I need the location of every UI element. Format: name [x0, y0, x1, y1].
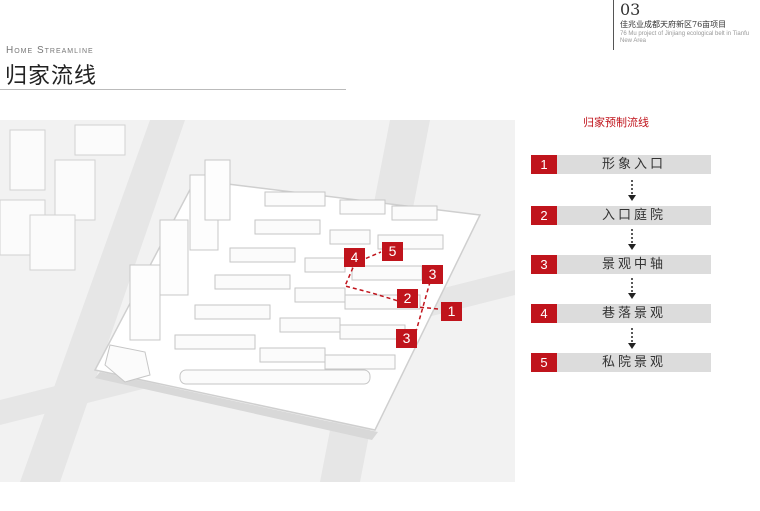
- legend-title: 归家预制流线: [583, 117, 649, 129]
- legend-item-5: 5 私院景观: [531, 353, 711, 372]
- project-title-cn: 佳兆业成都天府新区76亩项目: [620, 20, 727, 29]
- flow-arrow-down-icon: [628, 229, 636, 250]
- site-plan-map: 1 2 3 3 4 5: [0, 120, 515, 482]
- legend-item-4: 4 巷落景观: [531, 304, 711, 323]
- page-number: 03: [620, 0, 641, 19]
- legend-number: 5: [531, 353, 557, 372]
- map-marker-4: 4: [351, 249, 359, 265]
- map-marker-2: 2: [404, 290, 412, 306]
- legend-label: 巷落景观: [601, 306, 666, 321]
- legend-label: 入口庭院: [601, 208, 666, 223]
- legend-item-1: 1 形象入口: [531, 155, 711, 174]
- legend-bar: [557, 255, 711, 274]
- legend-number: 3: [531, 255, 557, 274]
- legend-number: 2: [531, 206, 557, 225]
- map-marker-3b: 3: [403, 330, 411, 346]
- legend-label: 形象入口: [601, 157, 666, 172]
- title-underline: [0, 89, 346, 90]
- legend-bar: [557, 155, 711, 174]
- flow-arrow-down-icon: [628, 278, 636, 299]
- project-title-en: 76 Mu project of Jinjiang ecological bel…: [620, 31, 750, 44]
- legend-number: 4: [531, 304, 557, 323]
- legend-bar: [557, 353, 711, 372]
- map-marker-3a: 3: [429, 266, 437, 282]
- legend-item-2: 2 入口庭院: [531, 206, 711, 225]
- map-marker-1: 1: [448, 303, 456, 319]
- legend-label: 私院景观: [601, 355, 666, 370]
- section-title-en: Home Streamline: [6, 45, 94, 56]
- flow-arrow-down-icon: [628, 328, 636, 349]
- legend-bar: [557, 206, 711, 225]
- legend-bar: [557, 304, 711, 323]
- legend-number: 1: [531, 155, 557, 174]
- flow-arrow-down-icon: [628, 180, 636, 201]
- header-divider: [613, 0, 614, 50]
- legend-item-3: 3 景观中轴: [531, 255, 711, 274]
- map-marker-5: 5: [389, 243, 397, 259]
- section-title-cn: 归家流线: [5, 64, 98, 89]
- legend-label: 景观中轴: [601, 257, 666, 272]
